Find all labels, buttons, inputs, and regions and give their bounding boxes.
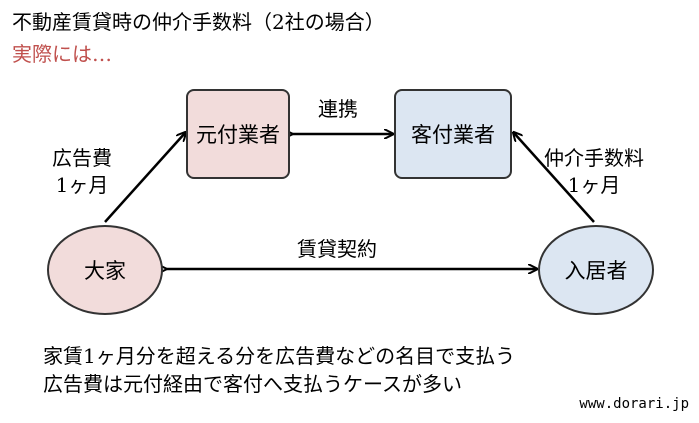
chukai-line2: 1ヶ月 (567, 173, 621, 197)
moto-gyosha-label: 元付業者 (196, 123, 280, 147)
koukokuhi-line2: 1ヶ月 (55, 173, 109, 197)
koukokuhi-line1: 広告費 (52, 146, 112, 170)
koukokuhi-arrow (104, 133, 185, 223)
keiyaku-label: 賃貸契約 (297, 237, 377, 261)
nyukyosha-ellipse: 入居者 (538, 225, 654, 315)
nyukyosha-label: 入居者 (564, 259, 628, 283)
kyaku-gyosha-label: 客付業者 (411, 123, 495, 147)
renkei-label: 連携 (318, 97, 358, 121)
ooya-ellipse: 大家 (47, 225, 163, 315)
ooya-label: 大家 (84, 259, 126, 283)
moto-gyosha-box: 元付業者 (186, 89, 290, 179)
page-subtitle: 実際には… (12, 42, 112, 66)
koukokuhi-label: 広告費 1ヶ月 (52, 145, 112, 199)
chukai-label: 仲介手数料 1ヶ月 (544, 145, 644, 199)
page-title: 不動産賃貸時の仲介手数料（2社の場合） (12, 10, 385, 34)
site-url: www.dorari.jp (579, 396, 689, 412)
kyaku-gyosha-box: 客付業者 (394, 89, 512, 179)
chukai-line1: 仲介手数料 (544, 146, 644, 170)
chukai-arrow (514, 133, 595, 223)
note-line1: 家賃1ヶ月分を超える分を広告費などの名目で支払う (43, 344, 516, 368)
note-line2: 広告費は元付経由で客付へ支払うケースが多い (43, 372, 462, 396)
